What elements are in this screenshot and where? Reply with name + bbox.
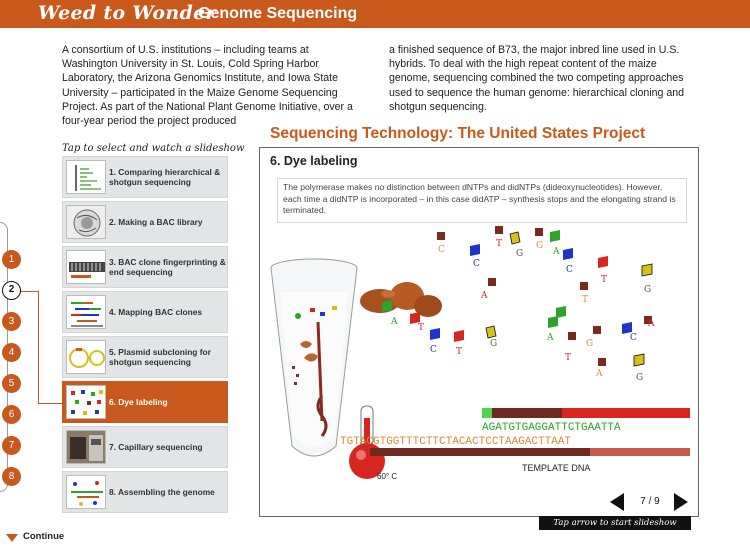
slideshow-item-label: 7. Capillary sequencing bbox=[109, 442, 203, 452]
slideshow-item-label: 5. Plasmid subcloning for shotgun sequen… bbox=[109, 347, 211, 367]
slideshow-item[interactable]: 5. Plasmid subcloning for shotgun sequen… bbox=[62, 336, 228, 378]
svg-text:C: C bbox=[438, 245, 445, 255]
page-indicator: 7 / 9 bbox=[640, 496, 660, 507]
polymerase-icon bbox=[360, 282, 442, 317]
temperature-label: 60° C bbox=[377, 472, 397, 481]
slideshow-item-label: 3. BAC clone fingerprinting & end sequen… bbox=[109, 257, 226, 277]
previous-slide-arrow-icon[interactable] bbox=[610, 493, 624, 511]
dye-labeling-diagram: 60° C AGATGTGAGGATTCTGAATTA TGTACGTGGTTT… bbox=[270, 226, 690, 481]
svg-text:T: T bbox=[582, 295, 588, 305]
svg-text:A: A bbox=[595, 369, 603, 379]
template-strand-sequence: TGTACGTGGTTTCTTCTACACTCCTAAGACTTAAT bbox=[340, 436, 571, 448]
step-2-button[interactable]: 2 bbox=[2, 281, 21, 300]
nucleotide-cloud: C C T G G A C T G T A A T C T G A T G C … bbox=[382, 226, 655, 383]
svg-text:G: G bbox=[516, 249, 523, 259]
step-connector bbox=[38, 291, 39, 403]
svg-text:A: A bbox=[647, 319, 655, 329]
step-3-button[interactable]: 3 bbox=[2, 312, 21, 331]
svg-text:C: C bbox=[430, 345, 437, 355]
app-header: Weed to Wonder Genome Sequencing bbox=[0, 0, 750, 28]
next-slide-arrow-icon[interactable] bbox=[674, 493, 688, 511]
svg-text:C: C bbox=[630, 333, 637, 343]
step-1-button[interactable]: 1 bbox=[2, 250, 21, 269]
slide-viewer: 6. Dye labeling The polymerase makes no … bbox=[259, 147, 699, 517]
slide-description: The polymerase makes no distinction betw… bbox=[277, 178, 687, 223]
svg-text:G: G bbox=[644, 285, 651, 295]
step-6-button[interactable]: 6 bbox=[2, 405, 21, 424]
slideshow-item-label: 4. Mapping BAC clones bbox=[109, 307, 203, 317]
svg-text:G: G bbox=[490, 339, 497, 349]
new-strand-sequence: AGATGTGAGGATTCTGAATTA bbox=[482, 422, 621, 434]
step-7-button[interactable]: 7 bbox=[2, 436, 21, 455]
sequencer-icon bbox=[66, 430, 106, 464]
slideshow-item-label: 2. Making a BAC library bbox=[109, 217, 203, 227]
step-4-button[interactable]: 4 bbox=[2, 343, 21, 362]
svg-text:T: T bbox=[496, 239, 502, 249]
dna-strands: AGATGTGAGGATTCTGAATTA TGTACGTGGTTTCTTCTA… bbox=[340, 408, 690, 456]
plasmid-icon bbox=[66, 340, 106, 374]
svg-text:C: C bbox=[566, 265, 573, 275]
svg-text:C: C bbox=[473, 259, 480, 269]
slideshow-item-label: 1. Comparing hierarchical & shotgun sequ… bbox=[109, 167, 221, 187]
svg-text:A: A bbox=[480, 291, 488, 301]
page-title: Genome Sequencing bbox=[198, 5, 358, 22]
slideshow-hint: Tap arrow to start slideshow bbox=[539, 516, 691, 530]
step-connector bbox=[21, 291, 38, 292]
svg-text:T: T bbox=[418, 323, 424, 333]
assembly-icon bbox=[66, 475, 106, 509]
svg-text:T: T bbox=[601, 275, 607, 285]
list-caption: Tap to select and watch a slideshow bbox=[62, 143, 245, 154]
svg-text:T: T bbox=[565, 353, 571, 363]
step-8-button[interactable]: 8 bbox=[2, 467, 21, 486]
svg-text:G: G bbox=[636, 373, 643, 383]
sequence-comparison-icon bbox=[66, 160, 106, 194]
template-dna-label: TEMPLATE DNA bbox=[522, 463, 590, 473]
clone-map-icon bbox=[66, 295, 106, 329]
brand-logo: Weed to Wonder bbox=[38, 2, 216, 24]
slideshow-item[interactable]: 3. BAC clone fingerprinting & end sequen… bbox=[62, 246, 228, 288]
continue-label: Continue bbox=[23, 531, 65, 542]
gel-icon bbox=[66, 250, 106, 284]
slideshow-item[interactable]: 7. Capillary sequencing bbox=[62, 426, 228, 468]
section-title: Sequencing Technology: The United States… bbox=[270, 125, 646, 142]
slide-title: 6. Dye labeling bbox=[270, 154, 358, 168]
step-connector bbox=[38, 403, 62, 404]
slideshow-item[interactable]: 1. Comparing hierarchical & shotgun sequ… bbox=[62, 156, 228, 198]
slideshow-item[interactable]: 2. Making a BAC library bbox=[62, 201, 228, 243]
svg-text:G: G bbox=[586, 339, 593, 349]
cell-icon bbox=[66, 205, 106, 239]
svg-text:G: G bbox=[536, 241, 543, 251]
intro-paragraph-left: A consortium of U.S. institutions – incl… bbox=[62, 44, 353, 128]
intro-paragraph-right: a finished sequence of B73, the major in… bbox=[389, 44, 685, 113]
dye-icon bbox=[66, 385, 106, 419]
triangle-down-icon bbox=[6, 534, 18, 542]
step-5-button[interactable]: 5 bbox=[2, 374, 21, 393]
slideshow-item-active[interactable]: 6. Dye labeling bbox=[62, 381, 228, 423]
svg-text:A: A bbox=[390, 317, 398, 327]
slideshow-item[interactable]: 8. Assembling the genome bbox=[62, 471, 228, 513]
svg-text:A: A bbox=[552, 247, 560, 257]
slide-pager: 7 / 9 bbox=[610, 492, 700, 512]
slideshow-item-label: 6. Dye labeling bbox=[109, 397, 168, 407]
slideshow-item-label: 8. Assembling the genome bbox=[109, 487, 215, 497]
slideshow-item[interactable]: 4. Mapping BAC clones bbox=[62, 291, 228, 333]
svg-text:T: T bbox=[456, 347, 462, 357]
test-tube bbox=[270, 258, 358, 457]
svg-text:A: A bbox=[546, 333, 554, 343]
